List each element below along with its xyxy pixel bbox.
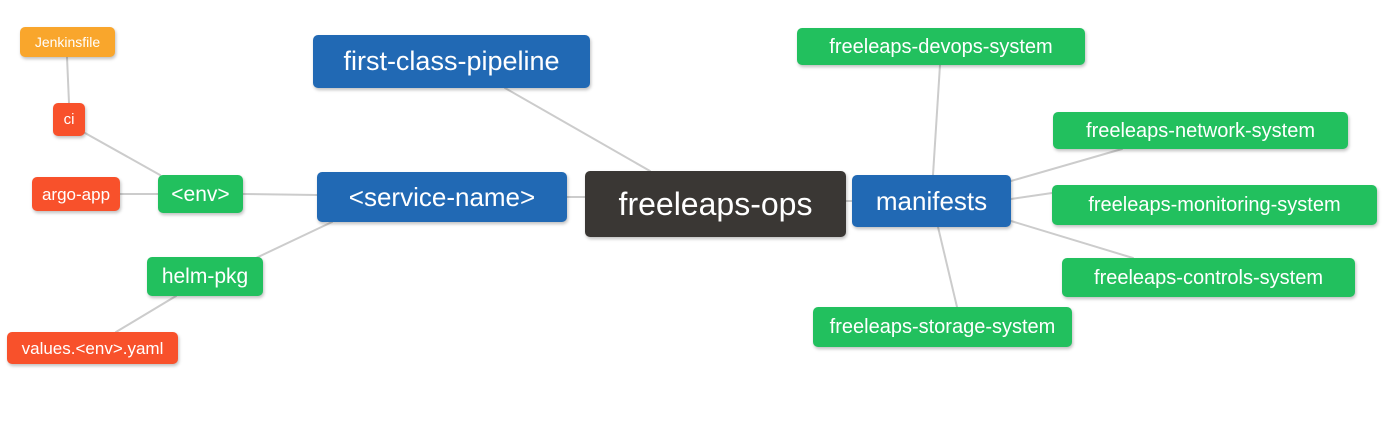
edge-manifests-controls (1010, 220, 1134, 259)
node-devops-system[interactable]: freeleaps-devops-system (797, 28, 1085, 65)
edge-jenkinsfile-ci (66, 56, 70, 104)
node-manifests[interactable]: manifests (852, 175, 1011, 227)
node-storage-system[interactable]: freeleaps-storage-system (813, 307, 1072, 347)
node-first-class-pipeline[interactable]: first-class-pipeline (313, 35, 590, 88)
node-argo-app[interactable]: argo-app (32, 177, 120, 211)
node-helm-pkg[interactable]: helm-pkg (147, 257, 263, 296)
node-jenkinsfile[interactable]: Jenkinsfile (20, 27, 115, 57)
edge-manifests-storage (937, 226, 958, 308)
node-values-env-yaml[interactable]: values.<env>.yaml (7, 332, 178, 364)
node-monitoring-system[interactable]: freeleaps-monitoring-system (1052, 185, 1377, 225)
edge-pipeline-ops (504, 87, 651, 172)
node-controls-system[interactable]: freeleaps-controls-system (1062, 258, 1355, 297)
node-env[interactable]: <env> (158, 175, 243, 213)
edge-helm-pkg-service-name (255, 221, 333, 259)
node-network-system[interactable]: freeleaps-network-system (1053, 112, 1348, 149)
edge-values-helm-pkg (115, 295, 177, 333)
edge-manifests-network (1010, 148, 1123, 182)
node-freeleaps-ops[interactable]: freeleaps-ops (585, 171, 846, 237)
edge-manifests-monitoring (1010, 192, 1053, 200)
edge-manifests-devops (932, 64, 941, 176)
edge-ci-env (84, 132, 161, 176)
edge-env-service-name (242, 193, 318, 196)
node-ci[interactable]: ci (53, 103, 85, 136)
node-service-name[interactable]: <service-name> (317, 172, 567, 222)
